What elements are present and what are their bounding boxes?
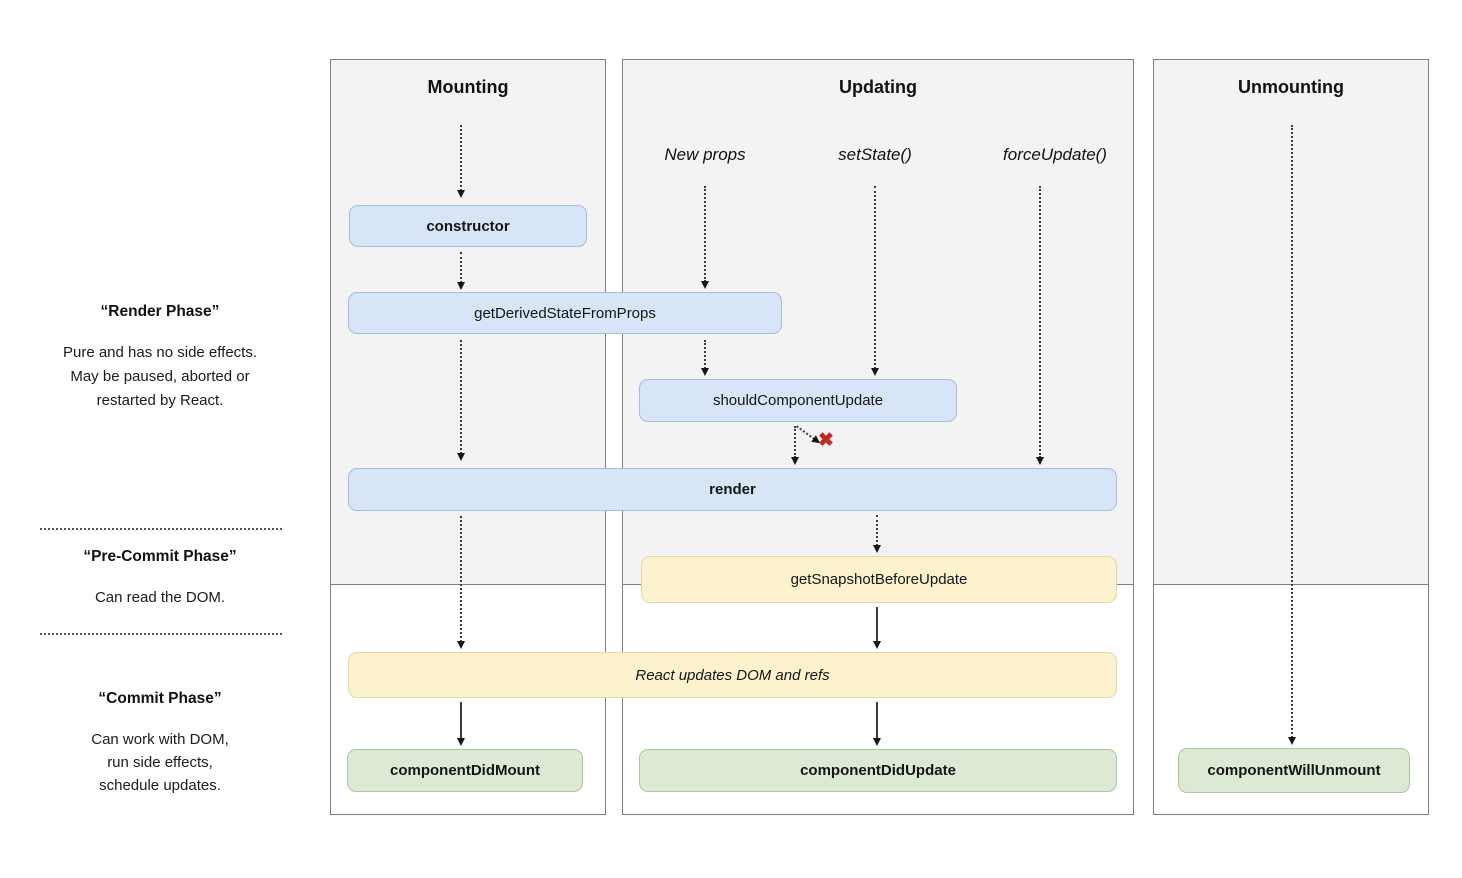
node-getderivedstatefromprops: getDerivedStateFromProps [348, 292, 782, 334]
arrow-getsnapshot-to-reactupdates [873, 607, 881, 649]
pre-commit-phase-note: “Pre-Commit Phase” Can read the DOM. [10, 548, 310, 610]
arrow-getderivedstate-to-shouldupdate [701, 340, 709, 376]
render-phase-note: “Render Phase” Pure and has no side effe… [10, 303, 310, 413]
node-getsnapshotbeforeupdate: getSnapshotBeforeUpdate [641, 556, 1117, 603]
arrow-unmount-to-willunmount [1288, 125, 1296, 745]
node-react-updates-dom: React updates DOM and refs [348, 652, 1117, 698]
pre-commit-phase-title: “Pre-Commit Phase” [83, 548, 237, 565]
render-phase-line: Pure and has no side effects. [62, 344, 258, 361]
pre-commit-phase-line: Can read the DOM. [94, 589, 226, 606]
column-updating-title: Updating [839, 77, 917, 97]
node-render: render [348, 468, 1117, 511]
column-mounting-title: Mounting [427, 77, 509, 97]
node-componentwillunmount: componentWillUnmount [1178, 748, 1410, 793]
arrow-forceupdate-to-render [1036, 186, 1044, 465]
render-phase-line: May be paused, aborted or [70, 368, 250, 385]
arrow-constructor-to-getderivedstate [457, 252, 465, 290]
render-phase-title: “Render Phase” [100, 303, 220, 320]
phase-divider [40, 633, 282, 635]
commit-phase-line: run side effects, [107, 754, 213, 771]
trigger-set-state: setState() [838, 145, 912, 164]
arrow-reactupdates-to-didupdate [873, 702, 881, 746]
commit-phase-line: Can work with DOM, [91, 731, 229, 748]
commit-phase-note: “Commit Phase” Can work with DOM, run si… [10, 690, 310, 797]
arrow-render-to-reactupdates [457, 516, 465, 649]
column-unmounting-title: Unmounting [1238, 77, 1344, 97]
node-constructor: constructor [349, 205, 587, 247]
column-mounting: Mounting [330, 59, 606, 815]
column-updating: Updating [622, 59, 1134, 815]
arrow-reactupdates-to-didmount [457, 702, 465, 746]
node-shouldcomponentupdate: shouldComponentUpdate [639, 379, 957, 422]
skip-cross-mark: ✖ [818, 430, 834, 451]
node-componentdidmount: componentDidMount [347, 749, 583, 792]
arrow-mount-start-to-constructor [457, 125, 465, 198]
commit-phase-title: “Commit Phase” [98, 690, 222, 707]
trigger-new-props: New props [664, 145, 746, 164]
arrow-getderivedstate-to-render [457, 340, 465, 461]
arrow-newprops-to-getderivedstate [701, 186, 709, 289]
node-componentdidupdate: componentDidUpdate [639, 749, 1117, 792]
arrow-render-to-getsnapshot [873, 515, 881, 553]
arrow-shouldupdate-to-render [791, 426, 799, 465]
phase-divider [40, 528, 282, 530]
commit-phase-line: schedule updates. [99, 777, 221, 794]
render-phase-line: restarted by React. [96, 392, 224, 409]
trigger-force-update: forceUpdate() [1003, 145, 1107, 164]
arrow-setstate-to-shouldupdate [871, 186, 879, 376]
